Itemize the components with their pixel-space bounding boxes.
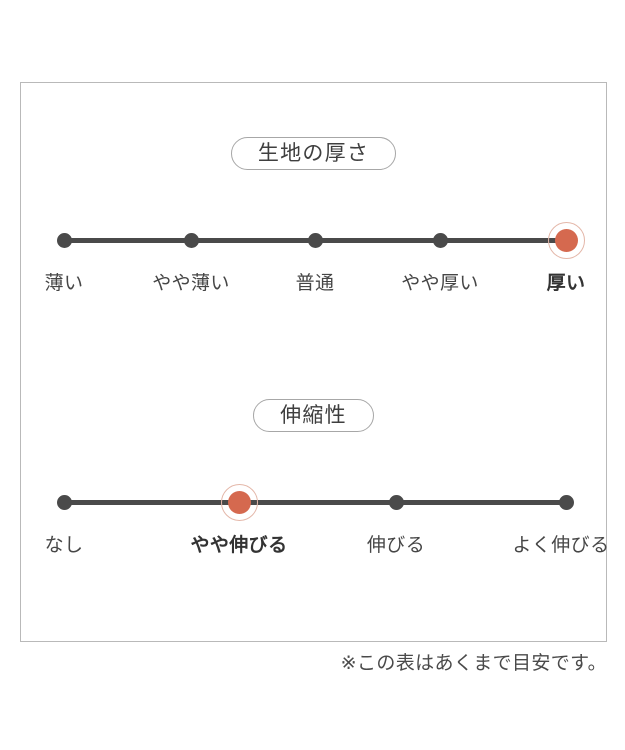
scale-title-badge-fabric-thickness: 生地の厚さ: [230, 137, 397, 170]
scale-label-0-2: 普通: [295, 272, 335, 294]
scale-dot-highlight-ring-0: [547, 222, 585, 259]
scale-label-1-3: よく伸びる: [512, 534, 610, 556]
scale-dot-1-0[interactable]: [56, 495, 72, 510]
scale-label-1-1: やや伸びる: [190, 534, 288, 556]
scale-label-1-0: なし: [44, 534, 84, 556]
scale-label-0-4: 厚い: [546, 272, 586, 294]
scale-title-badge-stretchiness: 伸縮性: [253, 399, 374, 432]
scale-dot-1-1-selected[interactable]: [227, 491, 251, 514]
footnote-disclaimer: ※この表はあくまで目安です。: [340, 652, 607, 674]
scale-labels-stretchiness: なし やや伸びる 伸びる よく伸びる: [21, 533, 609, 567]
scale-section-fabric-thickness: 生地の厚さ 薄い やや薄い 普通 やや厚い 厚い: [21, 137, 606, 305]
scale-dot-0-0[interactable]: [56, 233, 72, 248]
scale-labels-fabric-thickness: 薄い やや薄い 普通 やや厚い 厚い: [21, 271, 606, 305]
track-line-1: [64, 500, 564, 505]
scale-dot-0-3[interactable]: [432, 233, 448, 248]
scale-section-stretchiness: 伸縮性 なし やや伸びる 伸びる よく伸びる: [21, 399, 609, 567]
scale-title-wrap-0: 生地の厚さ: [21, 137, 606, 170]
scale-track-stretchiness: [21, 479, 606, 531]
scale-dot-0-4-selected[interactable]: [554, 229, 578, 252]
scale-label-0-3: やや厚い: [401, 272, 479, 294]
scale-track-fabric-thickness: [21, 217, 606, 269]
scale-dot-1-2[interactable]: [388, 495, 404, 510]
scale-label-1-2: 伸びる: [366, 534, 426, 556]
scale-dot-highlight-ring-1: [220, 484, 258, 521]
scale-title-wrap-1: 伸縮性: [21, 399, 606, 432]
scale-dot-1-3[interactable]: [558, 495, 574, 510]
scale-label-0-1: やや薄い: [152, 272, 230, 294]
scale-dot-0-2[interactable]: [307, 233, 323, 248]
scale-label-0-0: 薄い: [44, 272, 84, 294]
scale-dot-0-1[interactable]: [183, 233, 199, 248]
spec-table-frame: 生地の厚さ 薄い やや薄い 普通 やや厚い 厚い 伸縮性: [20, 82, 609, 642]
